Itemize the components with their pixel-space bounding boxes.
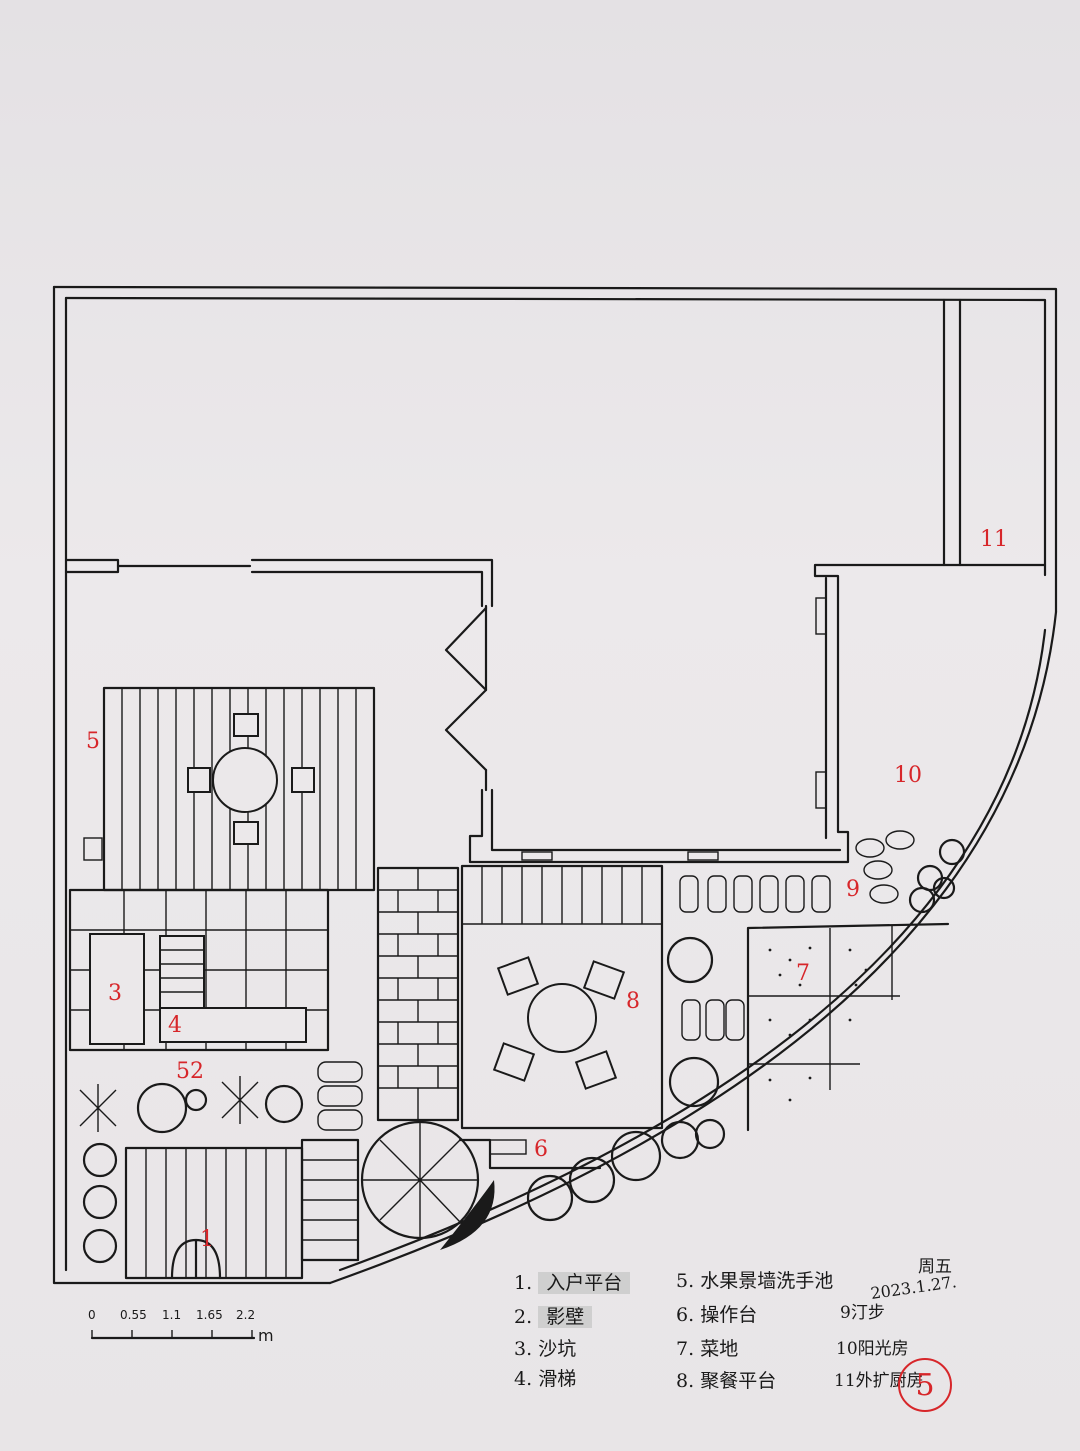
legend-item-4: 4. 滑梯	[514, 1364, 576, 1391]
zone-label-7: 7	[796, 961, 810, 986]
legend-text: 水果景墙洗手池	[700, 1270, 834, 1292]
zone-label-11: 11	[980, 527, 1008, 552]
planting	[79, 838, 966, 1280]
legend-text: 滑梯	[538, 1368, 577, 1390]
play-area	[68, 888, 330, 1052]
legend-num: 1.	[514, 1272, 533, 1294]
legend-text: 聚餐平台	[700, 1370, 777, 1392]
vegetable-beds	[746, 922, 950, 1132]
scale-tick-0: 0	[88, 1308, 96, 1322]
dining-platform	[458, 864, 664, 1170]
legend-text: 菜地	[700, 1338, 739, 1360]
scale-unit: m	[258, 1326, 274, 1345]
legend-num: 3.	[514, 1338, 533, 1360]
legend-item-9: 9汀步	[840, 1298, 885, 1323]
legend-num: 7.	[676, 1338, 695, 1360]
legend-text: 汀步	[850, 1303, 885, 1323]
zone-label-2: 52	[176, 1059, 204, 1084]
scale-tick-1: 0.55	[120, 1308, 147, 1322]
zone-label-1: 1	[200, 1227, 214, 1252]
legend-item-5: 5. 水果景墙洗手池	[676, 1266, 833, 1293]
scale-tick-2: 1.1	[162, 1308, 182, 1322]
legend-item-2: 2. 影壁	[514, 1302, 593, 1329]
zone-label-3: 3	[108, 981, 122, 1006]
legend-item-7: 7. 菜地	[676, 1334, 738, 1361]
legend-num: 11	[834, 1371, 856, 1391]
author-name: 周五	[918, 1257, 952, 1277]
legend-item-6: 6. 操作台	[676, 1300, 757, 1327]
zone-label-5: 5	[86, 729, 100, 754]
zone-label-10: 10	[894, 763, 922, 788]
legend-num: 2.	[514, 1306, 533, 1328]
legend-text: 影壁	[538, 1306, 593, 1328]
zone-label-8: 8	[626, 989, 640, 1014]
scale-bar	[90, 1330, 256, 1340]
legend-item-8: 8. 聚餐平台	[676, 1366, 776, 1393]
scale-tick-4: 2.2	[236, 1308, 256, 1322]
legend-num: 9	[840, 1303, 851, 1323]
zone-label-9: 9	[846, 877, 860, 902]
house-walls	[64, 298, 1047, 864]
legend-num: 8.	[676, 1370, 695, 1392]
legend-num: 5.	[676, 1270, 695, 1292]
stepping-stones	[317, 830, 915, 1131]
legend-item-10: 10阳光房	[836, 1334, 909, 1359]
zone-label-6: 6	[534, 1137, 548, 1162]
legend-num: 6.	[676, 1304, 695, 1326]
zone-labels: 1 3 4 5 6 7 8 9 10 11 52	[86, 527, 1008, 1252]
deck-area	[83, 686, 376, 892]
legend-text: 入户平台	[538, 1272, 631, 1294]
stamp-number: 5	[898, 1358, 952, 1412]
legend-text: 阳光房	[857, 1339, 909, 1359]
outer-boundary	[52, 285, 1058, 1285]
legend-text: 操作台	[700, 1304, 758, 1326]
legend-num: 10	[836, 1339, 858, 1359]
legend-num: 4.	[514, 1368, 533, 1390]
legend-item-3: 3. 沙坑	[514, 1334, 576, 1361]
zone-label-4: 4	[168, 1013, 182, 1038]
legend-text: 沙坑	[538, 1338, 577, 1360]
legend-item-1: 1. 入户平台	[514, 1268, 631, 1295]
scale-tick-3: 1.65	[196, 1308, 223, 1322]
brick-path	[376, 866, 460, 1122]
